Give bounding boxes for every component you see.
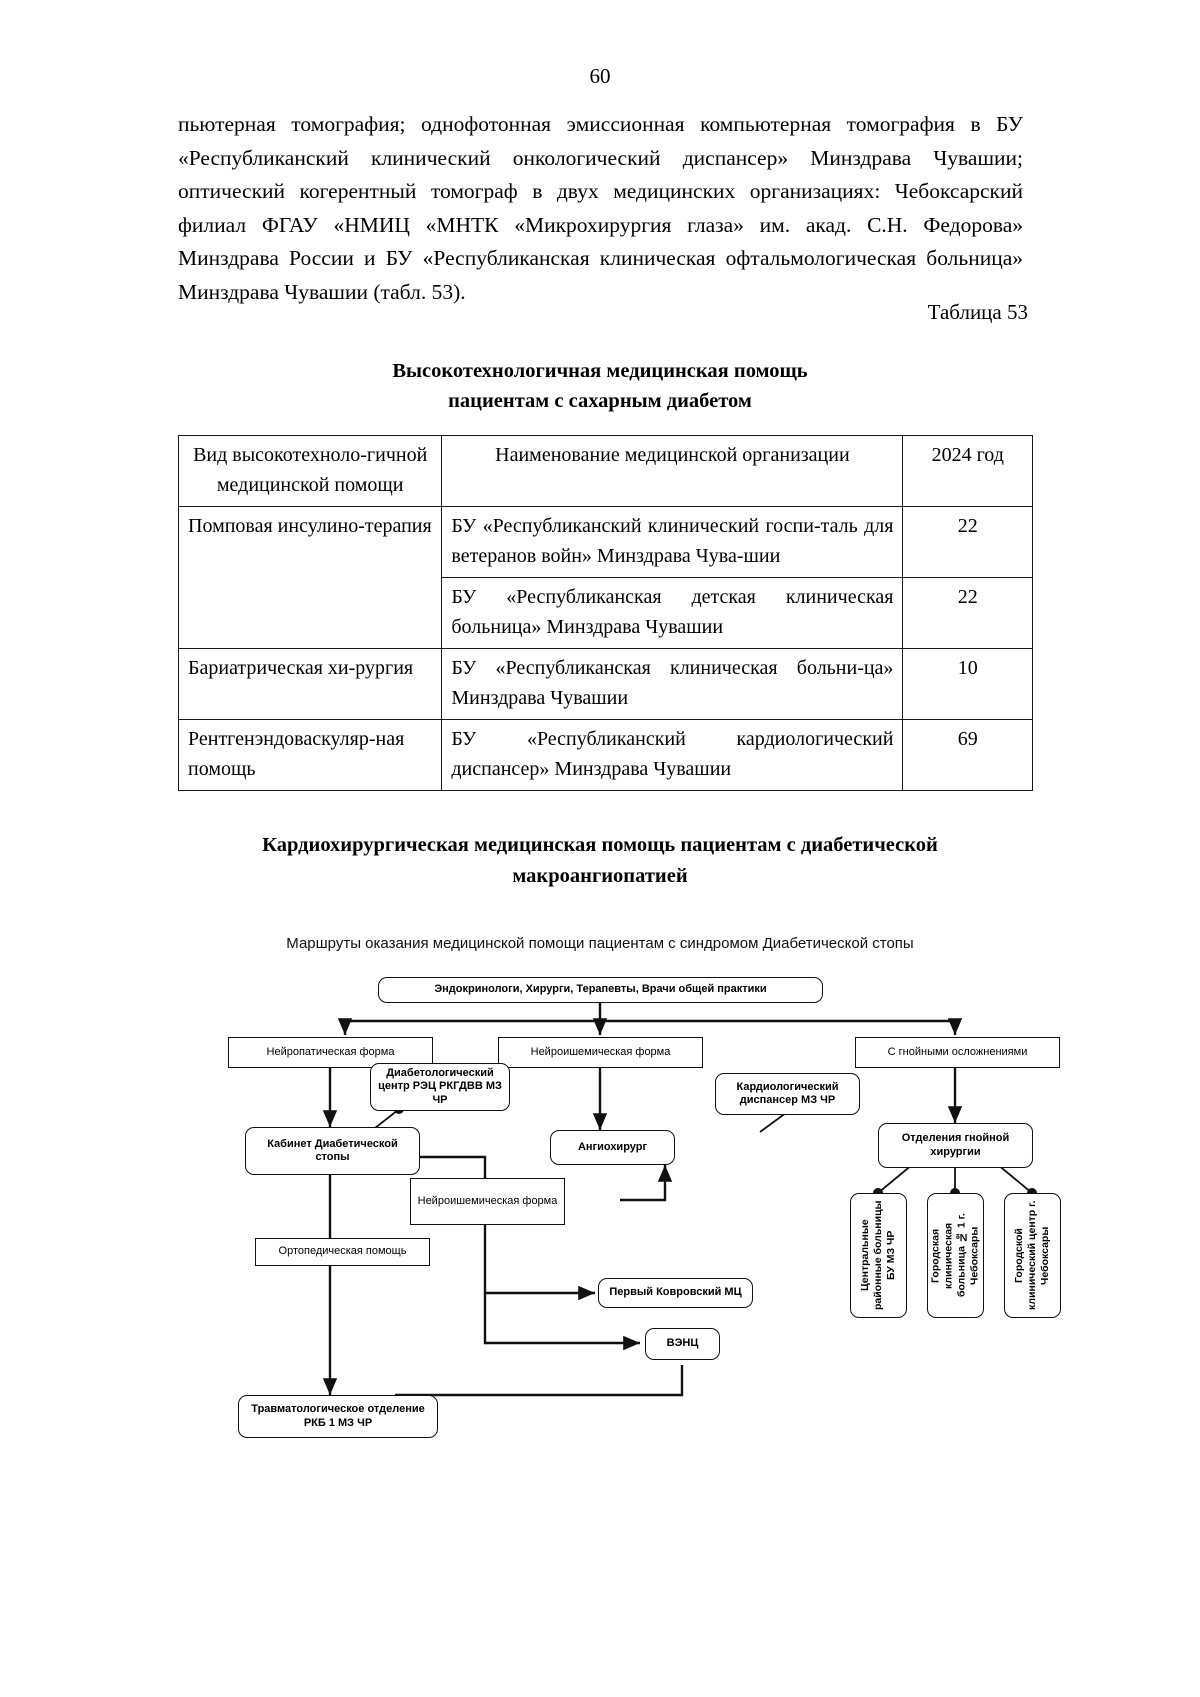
node-diabetology-center: Диабетологический центр РЭЦ РКГДВВ МЗ ЧР <box>370 1063 510 1111</box>
cell-type: Бариатрическая хи-рургия <box>177 648 443 720</box>
node-neuropathic-form-label: Нейропатическая форма <box>266 1045 395 1058</box>
node-diabetic-foot-cabinet-label: Кабинет Диабетической стопы <box>267 1137 398 1164</box>
node-purulent-surgery-departments: Отделения гнойной хирургии <box>878 1123 1033 1168</box>
node-kovrovsky-mc: Первый Ковровский МЦ <box>598 1278 753 1308</box>
cell-value: 10 <box>902 648 1033 720</box>
node-angiosurgeon: Ангиохирург <box>550 1130 675 1165</box>
node-orthopedic-care-label: Ортопедическая помощь <box>278 1245 407 1258</box>
cell-type: Рентгенэндоваскуляр-ная помощь <box>177 719 443 791</box>
table-caption: Таблица 53 <box>927 300 1028 324</box>
table-header-year: 2024 год <box>902 435 1033 507</box>
cell-organization: БУ «Республиканская клиническая больни-ц… <box>441 648 904 720</box>
section-title: Кардиохирургическая медицинская помощь п… <box>150 830 1050 892</box>
node-cardiology-dispensary: Кардиологический диспансер МЗ ЧР <box>715 1073 860 1115</box>
page-number: 60 <box>589 64 611 88</box>
node-purulent-surgery-departments-label: Отделения гнойной хирургии <box>901 1132 1010 1158</box>
node-veznc-label: ВЭНЦ <box>666 1337 699 1350</box>
table-row: Помповая инсулино-терапия БУ «Республика… <box>177 506 1033 649</box>
node-trauma-department-label: Травматологическое отделение РКБ 1 МЗ ЧР <box>251 1403 425 1429</box>
node-purulent-complications: С гнойными осложнениями <box>855 1037 1060 1068</box>
table-header-organization: Наименование медицинской организации <box>441 435 904 507</box>
diagram-title: Маршруты оказания медицинской помощи пац… <box>286 935 914 952</box>
node-city-clinical-hospital-1-label: Городская клиническая больница № 1 г. Че… <box>929 1213 981 1298</box>
cell-organization: БУ «Республиканский клинический госпи-та… <box>441 506 904 578</box>
table-title: Высокотехнологичная медицинская помощь п… <box>0 356 1200 416</box>
cell-value: 22 <box>902 577 1033 649</box>
section-title-line-2: макроангиопатией <box>512 865 688 887</box>
node-central-district-hospitals: Центральные районные больницы БУ МЗ ЧР <box>850 1193 907 1318</box>
node-orthopedic-care: Ортопедическая помощь <box>255 1238 430 1266</box>
care-routes-diagram: Маршруты оказания медицинской помощи пац… <box>0 925 1200 1465</box>
node-root: Эндокринологи, Хирурги, Терапевты, Врачи… <box>378 977 823 1003</box>
node-angiosurgeon-label: Ангиохирург <box>577 1140 648 1153</box>
section-title-line-1: Кардиохирургическая медицинская помощь п… <box>262 834 938 856</box>
cell-organization: БУ «Республиканская детская клиническая … <box>441 577 904 649</box>
node-diabetic-foot-cabinet: Кабинет Диабетической стопы <box>245 1127 420 1175</box>
node-city-clinical-center: Городской клинический центр г. Чебоксары <box>1004 1193 1061 1318</box>
node-diabetology-center-label: Диабетологический центр РЭЦ РКГДВВ МЗ ЧР <box>378 1066 502 1106</box>
table-header-type: Вид высокотехноло-гичной медицинской пом… <box>177 435 443 507</box>
table-header-row: Вид высокотехноло-гичной медицинской пом… <box>177 435 1033 507</box>
node-city-clinical-center-label: Городской клинический центр г. Чебоксары <box>1013 1200 1051 1311</box>
cell-value: 22 <box>902 506 1033 578</box>
cell-type: Помповая инсулино-терапия <box>177 506 443 649</box>
cell-value: 69 <box>902 719 1033 791</box>
node-trauma-department: Травматологическое отделение РКБ 1 МЗ ЧР <box>238 1395 438 1438</box>
wtmc-table: Вид высокотехноло-гичной медицинской пом… <box>177 435 1033 791</box>
table-row: Рентгенэндоваскуляр-ная помощь БУ «Респу… <box>177 719 1033 791</box>
node-cardiology-dispensary-label: Кардиологический диспансер МЗ ЧР <box>736 1080 839 1107</box>
node-neuropathic-form: Нейропатическая форма <box>228 1037 433 1068</box>
table-title-line-1: Высокотехнологичная медицинская помощь <box>392 360 808 382</box>
node-city-clinical-hospital-1: Городская клиническая больница № 1 г. Че… <box>927 1193 984 1318</box>
table-row: БУ «Республиканская детская клиническая … <box>179 577 1033 649</box>
node-neuroischemic-form-branch: Нейроишемическая форма <box>498 1037 703 1068</box>
body-paragraph: пьютерная томография; однофотонная эмисс… <box>178 112 1023 304</box>
node-central-district-hospitals-label: Центральные районные больницы БУ МЗ ЧР <box>859 1200 897 1311</box>
node-neuroischemic-form-label: Нейроишемическая форма <box>417 1194 558 1207</box>
node-kovrovsky-mc-label: Первый Ковровский МЦ <box>609 1286 742 1299</box>
cell-organization: БУ «Республиканский кардиологический дис… <box>441 719 904 791</box>
node-neuroischemic-form-branch-label: Нейроишемическая форма <box>530 1045 671 1058</box>
node-veznc: ВЭНЦ <box>645 1328 720 1360</box>
node-neuroischemic-form: Нейроишемическая форма <box>410 1178 565 1225</box>
table-row: Бариатрическая хи-рургия БУ «Республикан… <box>177 648 1033 720</box>
node-root-label: Эндокринологи, Хирурги, Терапевты, Врачи… <box>434 983 767 996</box>
table-title-line-2: пациентам с сахарным диабетом <box>448 390 752 412</box>
node-purulent-complications-label: С гнойными осложнениями <box>887 1045 1028 1058</box>
